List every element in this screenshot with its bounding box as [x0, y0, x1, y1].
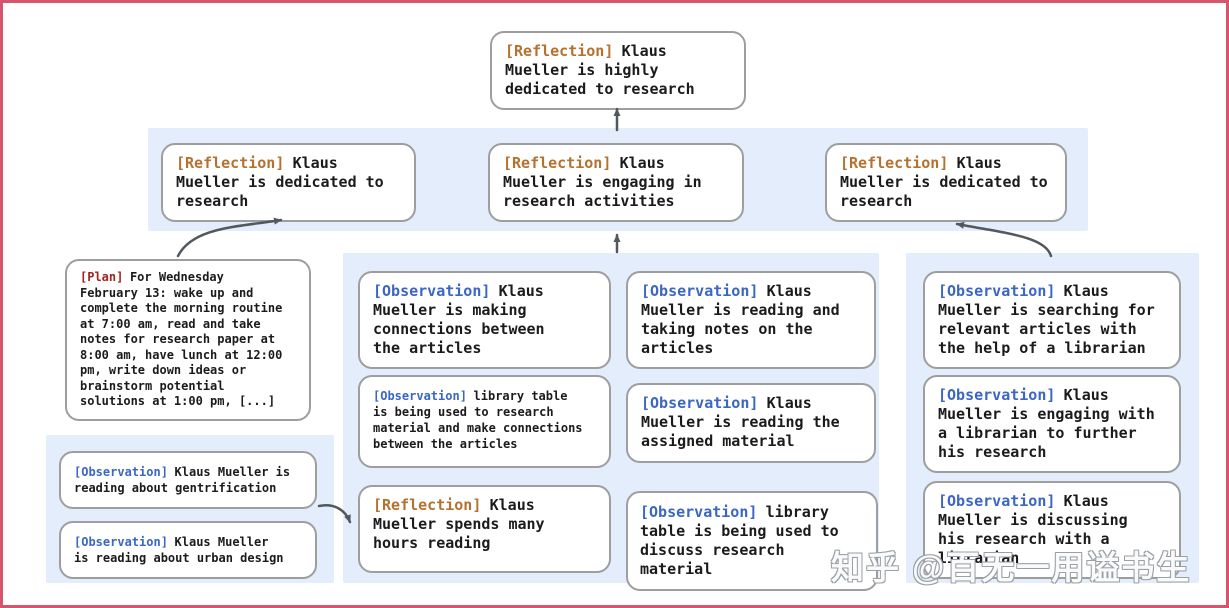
node-obs-urban-design: [Observation]Klaus Mueller is reading ab…: [59, 521, 317, 579]
node-text: Klaus Mueller is dedicated to research: [840, 154, 1048, 210]
reflection-tag: [Reflection]: [373, 496, 482, 514]
reflection-tag: [Reflection]: [840, 154, 949, 172]
observation-tag: [Observation]: [938, 282, 1056, 300]
node-obs-gentrification: [Observation]Klaus Mueller is reading ab…: [59, 451, 317, 509]
node-obs-discussing-librarian: [Observation]Klaus Mueller is discussing…: [923, 481, 1181, 579]
zhihu-watermark: 知乎 @百无一用谥书生: [831, 549, 1192, 586]
node-text: Klaus Mueller spends many hours reading: [373, 496, 545, 552]
node-root-reflection: [Reflection]Klaus Mueller is highly dedi…: [490, 31, 746, 110]
node-obs-taking-notes: [Observation]Klaus Mueller is reading an…: [626, 271, 876, 369]
node-text: Klaus Mueller is dedicated to research: [176, 154, 384, 210]
reflection-tag: [Reflection]: [176, 154, 285, 172]
node-obs-searching-articles: [Observation]Klaus Mueller is searching …: [923, 271, 1181, 369]
node-text: Klaus Mueller is engaging with a librari…: [938, 386, 1155, 461]
node-obs-connections: [Observation]Klaus Mueller is making con…: [358, 271, 611, 369]
node-text: Klaus Mueller is reading the assigned ma…: [641, 394, 840, 450]
observation-tag: [Observation]: [74, 535, 168, 549]
observation-tag: [Observation]: [641, 282, 759, 300]
reflection-tag: [Reflection]: [503, 154, 612, 172]
observation-tag: [Observation]: [641, 394, 759, 412]
node-obs-assigned-material: [Observation]Klaus Mueller is reading th…: [626, 383, 876, 463]
node-reflection-left: [Reflection]Klaus Mueller is dedicated t…: [161, 143, 416, 222]
node-text: Klaus Mueller is searching for relevant …: [938, 282, 1155, 357]
node-text: library table is being used to discuss r…: [640, 503, 839, 578]
node-text: Klaus Mueller is engaging in research ac…: [503, 154, 702, 210]
node-text: For Wednesday February 13: wake up and c…: [80, 270, 283, 408]
node-obs-engaging-librarian: [Observation]Klaus Mueller is engaging w…: [923, 375, 1181, 473]
node-plan: [Plan]For Wednesday February 13: wake up…: [65, 259, 311, 421]
node-text: library table is being used to research …: [373, 389, 583, 451]
node-obs-library-discuss: [Observation]library table is being used…: [626, 491, 878, 591]
plan-tag: [Plan]: [80, 270, 124, 284]
node-text: Klaus Mueller is reading and taking note…: [641, 282, 840, 357]
observation-tag: [Observation]: [938, 492, 1056, 510]
node-obs-library-research: [Observation]library table is being used…: [358, 375, 611, 468]
node-reflection-hours-reading: [Reflection]Klaus Mueller spends many ho…: [358, 485, 611, 573]
node-text: Klaus Mueller is making connections betw…: [373, 282, 545, 357]
node-text: Klaus Mueller is reading about urban des…: [74, 535, 284, 565]
node-text: Klaus Mueller is highly dedicated to res…: [505, 42, 695, 98]
node-reflection-right: [Reflection]Klaus Mueller is dedicated t…: [825, 143, 1067, 222]
node-text: Klaus Mueller is reading about gentrific…: [74, 465, 291, 495]
observation-tag: [Observation]: [640, 503, 758, 521]
observation-tag: [Observation]: [373, 282, 491, 300]
observation-tag: [Observation]: [938, 386, 1056, 404]
node-text: Klaus Mueller is discussing his research…: [938, 492, 1128, 567]
observation-tag: [Observation]: [74, 465, 168, 479]
reflection-tag: [Reflection]: [505, 42, 614, 60]
observation-tag: [Observation]: [373, 389, 467, 403]
node-reflection-middle: [Reflection]Klaus Mueller is engaging in…: [488, 143, 744, 222]
